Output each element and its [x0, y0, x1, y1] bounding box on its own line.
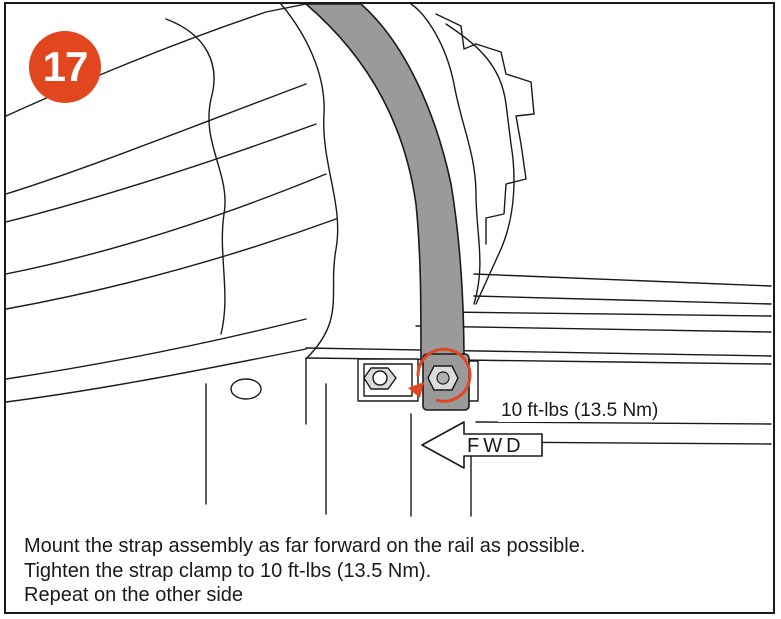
illustration-frame: 17 10 ft-lbs (13.5 Nm) FWD Mount the str…: [4, 2, 775, 614]
tank-body: [6, 4, 535, 515]
instruction-line: Repeat on the other side: [24, 584, 244, 606]
fwd-label: FWD: [467, 435, 525, 457]
torque-callout: 10 ft-lbs (13.5 Nm): [498, 400, 662, 422]
fwd-arrow-icon: [421, 421, 543, 469]
rotation-arrow-icon: [408, 347, 472, 403]
mounting-slot: [230, 378, 262, 400]
instruction-line: Tighten the strap clamp to 10 ft-lbs (13…: [24, 559, 432, 582]
instructions-text: Mount the strap assembly as far forward …: [24, 534, 773, 608]
instruction-line: Mount the strap assembly as far forward …: [24, 535, 586, 557]
assembly-drawing: [6, 4, 772, 517]
step-number-badge: 17: [29, 31, 101, 103]
strap: [305, 4, 465, 365]
